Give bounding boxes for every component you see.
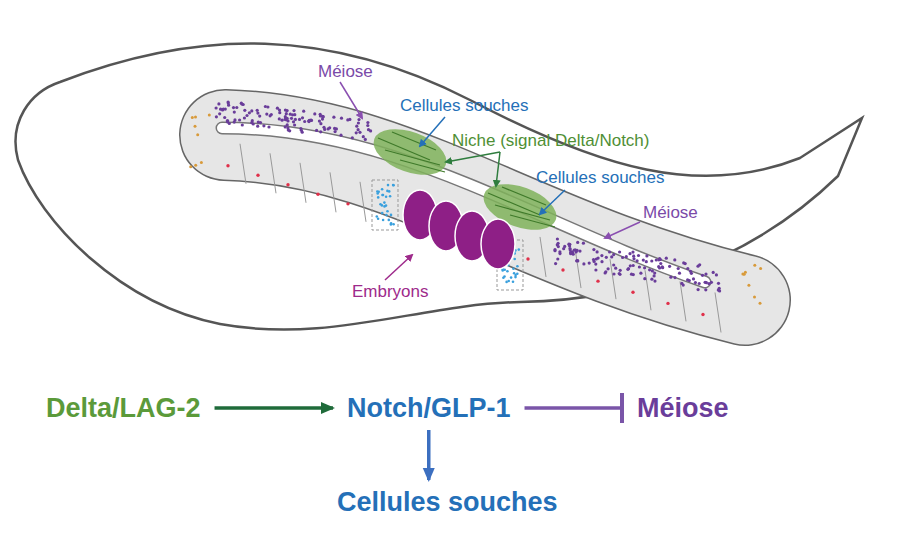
niche: [367, 120, 452, 184]
signal-arrow: [525, 406, 623, 410]
outcome-label: Méiose: [633, 390, 733, 426]
embryos: [403, 190, 515, 269]
callout-label: Cellules souches: [536, 168, 665, 188]
signal-arrow: [215, 406, 333, 410]
receptor-label: Notch/GLP-1: [343, 390, 515, 426]
gonad-outline: [225, 135, 745, 300]
callout-label: Niche (signal Delta/Notch): [452, 131, 649, 151]
worm-body: [16, 44, 862, 330]
gonad: [225, 135, 745, 300]
leader-line: [605, 222, 640, 238]
oocyte-segments: [240, 144, 721, 333]
callout-label: Méiose: [643, 203, 698, 223]
ligand-label: Delta/LAG-2: [42, 390, 205, 426]
node-text: Cellules souches: [333, 484, 562, 520]
leader-line: [420, 117, 445, 146]
gonad-lumen-outline: [222, 128, 705, 282]
node-text: Notch/GLP-1: [343, 390, 515, 426]
callout-label: Cellules souches: [400, 96, 529, 116]
leader-line: [496, 152, 500, 186]
leader-line: [446, 152, 500, 162]
gonad-lumen: [222, 128, 705, 282]
spermatheca: [372, 180, 398, 230]
leader-line: [540, 190, 565, 214]
signal-arrow: [427, 430, 431, 480]
callout-label: Méiose: [318, 62, 373, 82]
leader-line: [385, 255, 412, 280]
leader-line: [340, 82, 362, 118]
callout-label: Embryons: [352, 282, 429, 302]
outcome-label: Cellules souches: [333, 484, 562, 520]
germ-cell-dots: [189, 100, 762, 316]
node-text: Méiose: [633, 390, 733, 426]
node-text: Delta/LAG-2: [42, 390, 205, 426]
